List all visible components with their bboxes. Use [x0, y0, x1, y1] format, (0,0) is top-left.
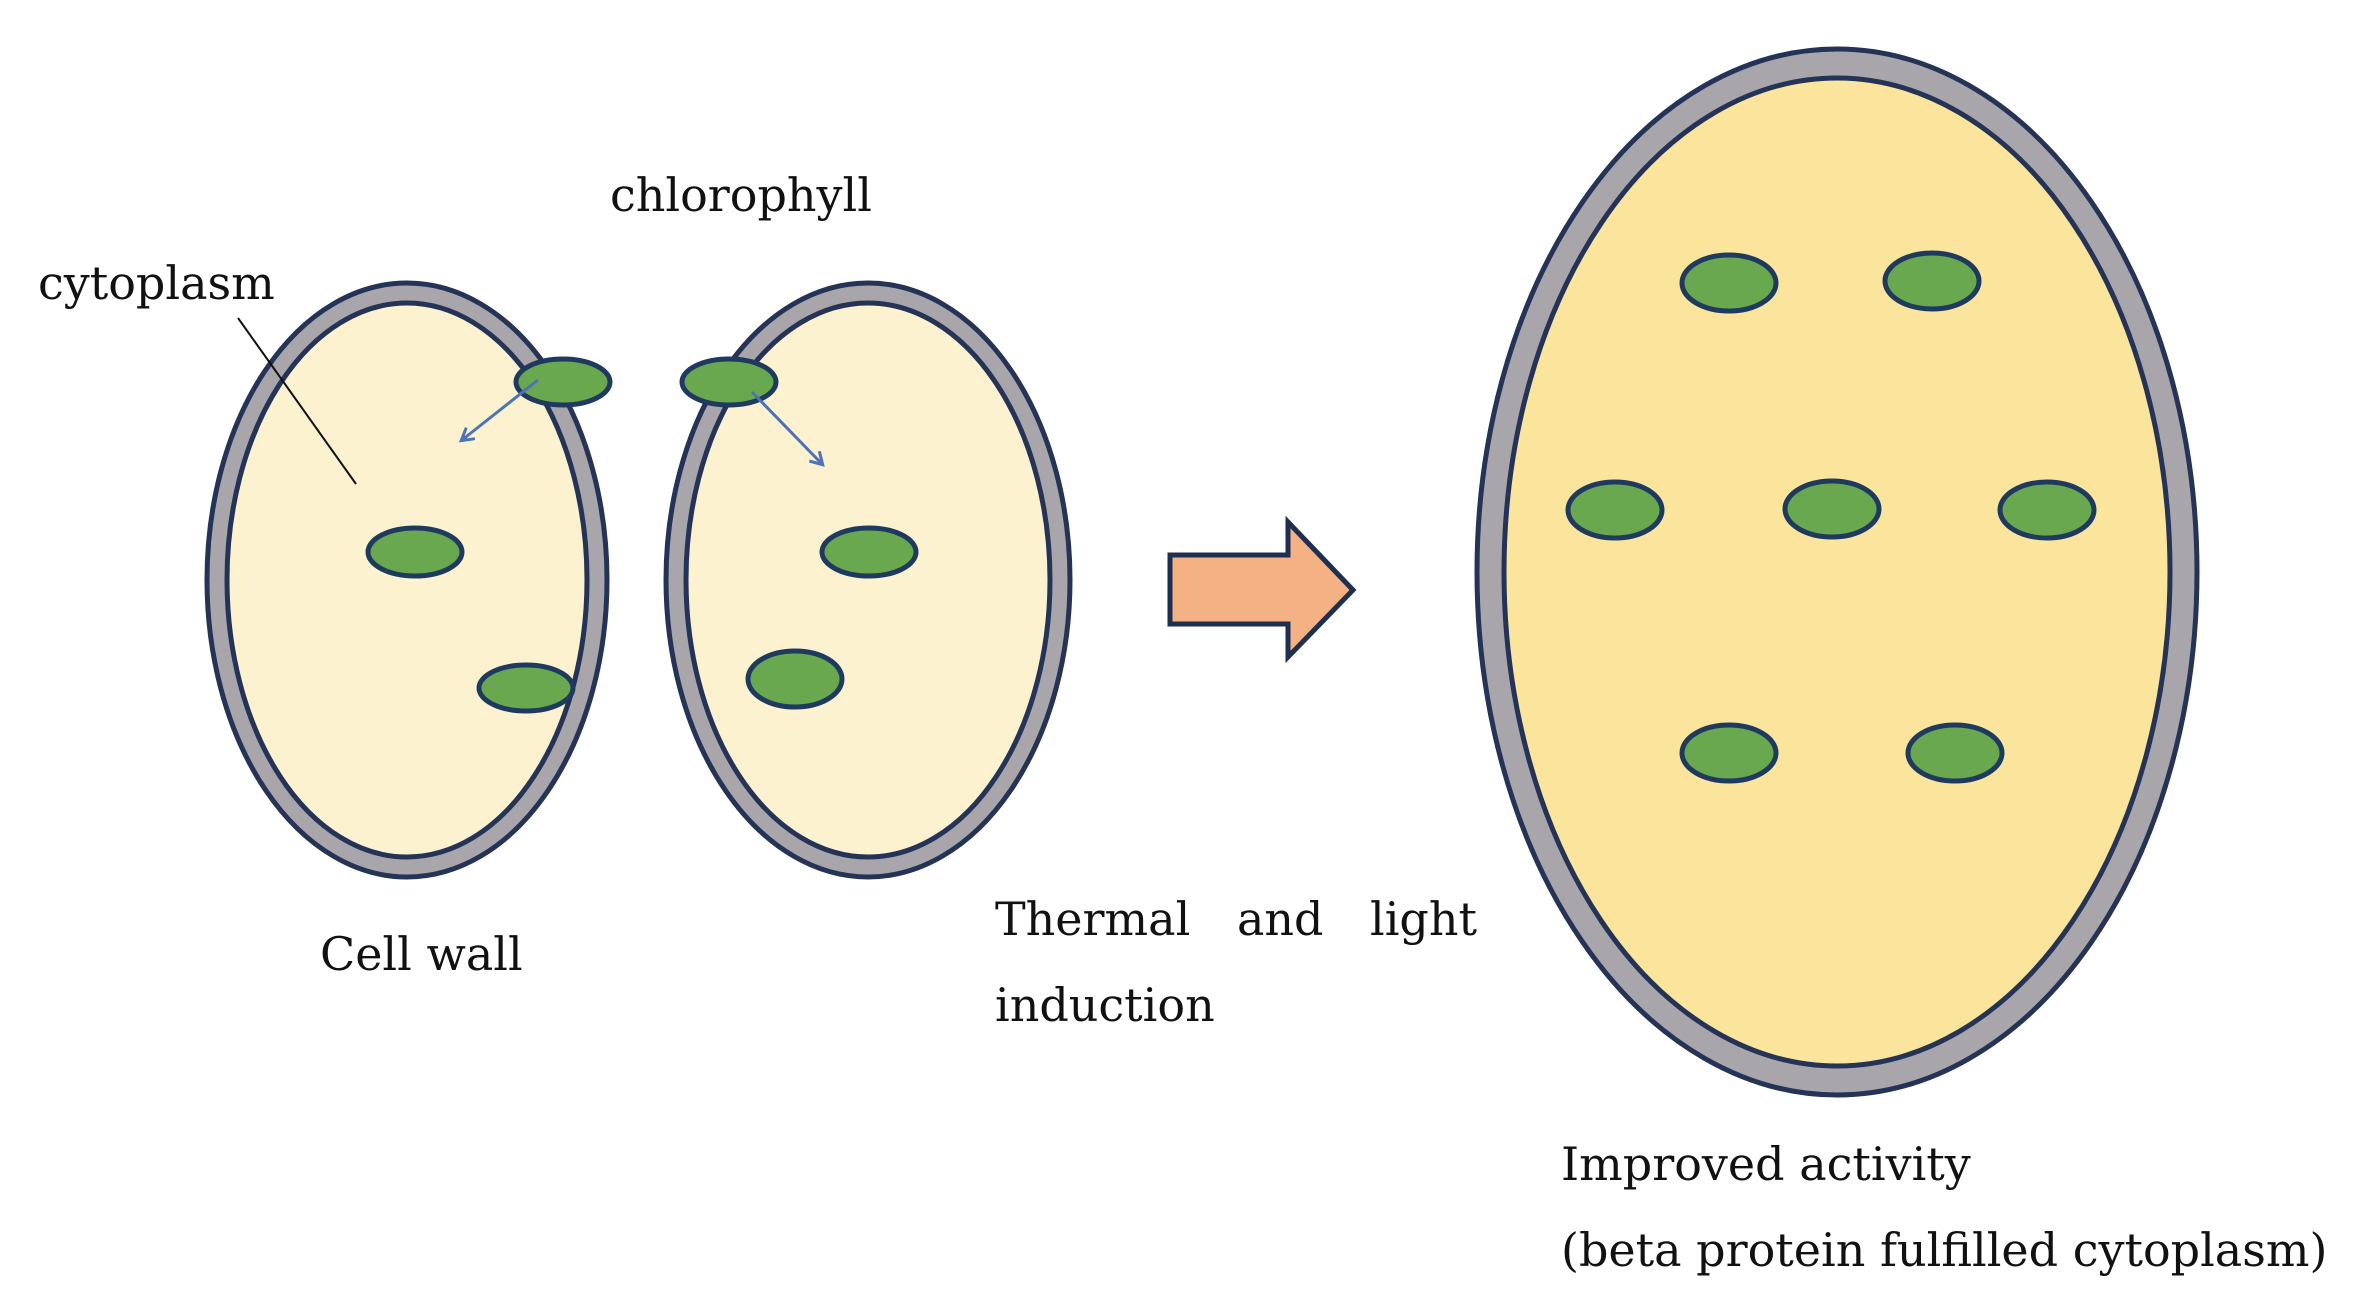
chloroplast-entry-arrow-left [462, 378, 539, 440]
arrow-caption-line2: induction [995, 978, 1215, 1032]
chloroplast [1679, 722, 1779, 784]
chloroplast [819, 525, 919, 579]
chloroplast [476, 662, 576, 714]
chloroplast [1782, 478, 1882, 540]
label-cytoplasm: cytoplasm [38, 256, 275, 310]
small-cell-left [204, 280, 610, 880]
chloroplast [1882, 250, 1982, 312]
result-caption: Improved activity (beta protein fulfille… [1561, 1137, 2327, 1277]
chloroplast [679, 356, 779, 408]
chloroplast [745, 648, 845, 710]
chloroplast [1679, 252, 1779, 314]
result-caption-line1: Improved activity [1561, 1137, 1971, 1191]
chloroplast [365, 525, 465, 579]
arrow-caption: Thermal and light induction [995, 892, 1477, 1032]
chloroplast [513, 356, 613, 408]
cytoplasm-right [683, 300, 1053, 860]
result-caption-line2: (beta protein fulfilled cytoplasm) [1561, 1223, 2327, 1277]
label-chlorophyll: chlorophyll [610, 168, 872, 222]
chloroplast [1565, 479, 1665, 541]
label-cell-wall: Cell wall [320, 927, 523, 981]
small-cell-right [663, 280, 1073, 880]
arrow-caption-word3: light [1370, 892, 1477, 946]
large-cell-chloroplasts [1565, 250, 2097, 784]
cytoplasm-large [1501, 75, 2173, 1069]
small-cell-chloroplasts [365, 356, 919, 714]
arrow-caption-word1: Thermal [995, 892, 1190, 946]
process-arrow [1167, 515, 1357, 664]
chloroplast-entry-arrow-right [750, 390, 822, 464]
chloroplast [1997, 479, 2097, 541]
large-cell [1474, 46, 2200, 1098]
cytoplasm-leader-line [237, 317, 357, 485]
cytoplasm-left [224, 300, 590, 860]
arrow-caption-word2: and [1237, 892, 1324, 946]
chloroplast [1905, 722, 2005, 784]
